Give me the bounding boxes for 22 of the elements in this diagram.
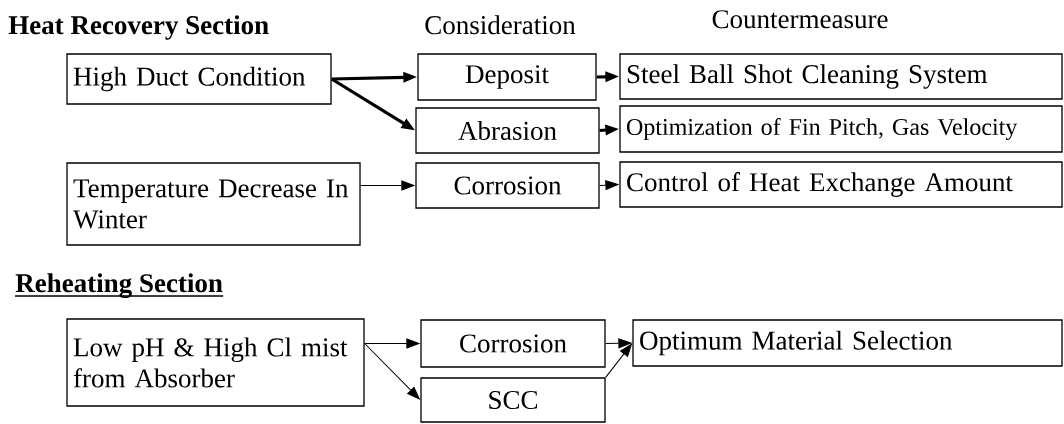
countermeasure-box: Steel Ball Shot Cleaning System	[619, 53, 1063, 100]
column-heading: Countermeasure	[712, 10, 888, 29]
arrow	[605, 338, 632, 349]
arrow	[364, 343, 420, 400]
consideration-box: Corrosion	[420, 319, 606, 368]
section-heading: Heat Recovery Section	[8, 15, 269, 40]
cause-box: High Duct Condition	[66, 53, 332, 105]
consideration-box: SCC	[420, 377, 606, 423]
consideration-box: Abrasion	[415, 107, 600, 154]
arrow	[364, 338, 420, 349]
arrow	[605, 343, 632, 378]
column-heading: Consideration	[425, 15, 576, 35]
section-heading: Reheating Section	[14, 273, 224, 298]
arrow	[360, 180, 415, 191]
countermeasure-box: Optimization of Fin Pitch, Gas Velocity	[619, 105, 1063, 153]
countermeasure-box: Control of Heat Exchange Amount	[619, 161, 1063, 208]
arrow	[599, 180, 619, 191]
consideration-box: Deposit	[417, 53, 597, 101]
consideration-box: Corrosion	[415, 162, 600, 209]
countermeasure-box: Optimum Material Selection	[632, 319, 1063, 367]
cause-box: Temperature Decrease In Winter	[66, 162, 361, 246]
cause-box: Low pH & High Cl mist from Absorber	[66, 318, 365, 407]
